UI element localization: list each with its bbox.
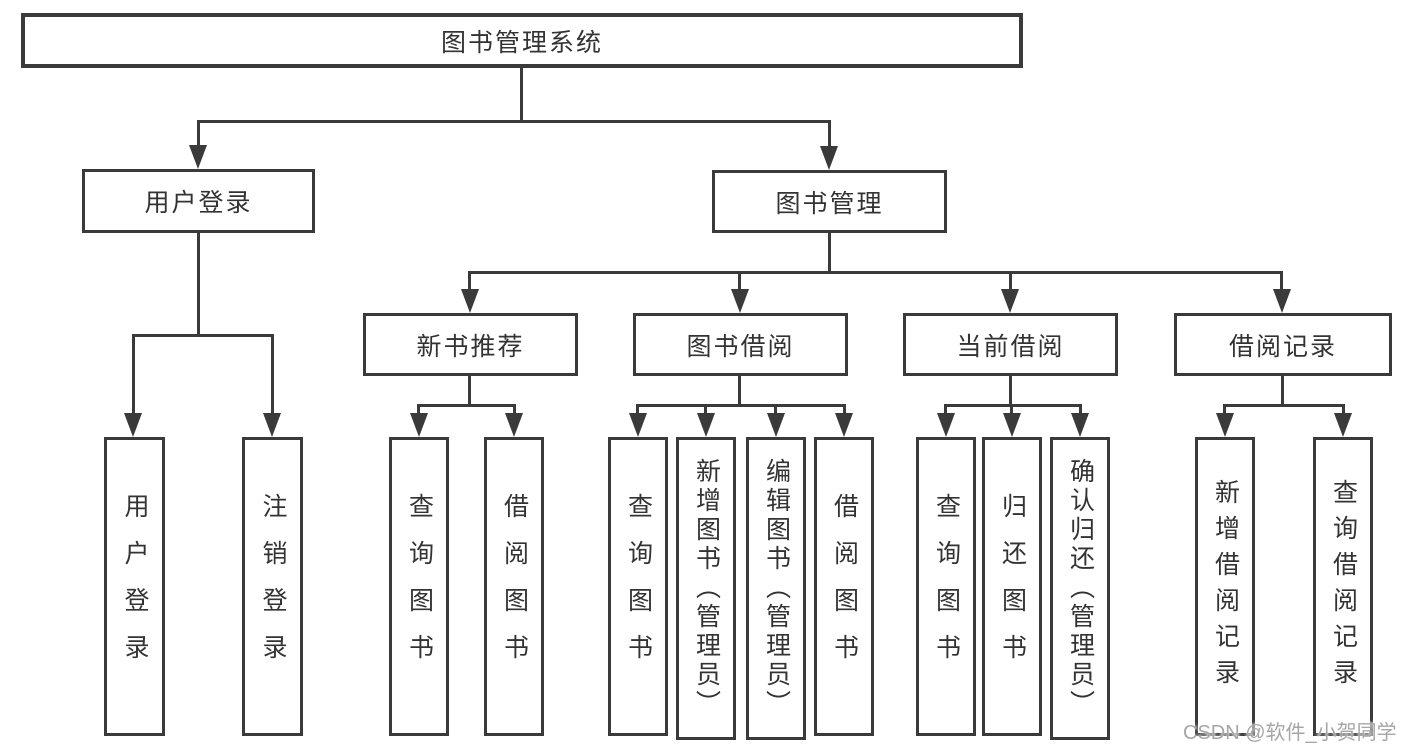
arrowhead-icon [1334, 413, 1352, 437]
arrowhead-icon [1003, 413, 1021, 437]
connector-rail [1223, 404, 1345, 407]
leaf-label: 确认归还（管理员） [1066, 458, 1095, 719]
node-library-management-system: 图书管理系统 [21, 13, 1023, 68]
connector-stem [197, 233, 200, 337]
leaf-label: 注销登录 [259, 492, 287, 681]
arrowhead-icon [731, 289, 749, 313]
leaf-label: 查询图书 [932, 492, 961, 681]
leaf-logout: 注销登录 [242, 437, 303, 736]
leaf-label: 归还图书 [998, 492, 1027, 681]
connector-stem [468, 376, 471, 407]
connector-drop [1079, 404, 1082, 416]
leaf-return-books: 归还图书 [982, 437, 1042, 736]
leaf-label: 查询图书 [624, 492, 653, 681]
connector-root-rail [197, 120, 831, 123]
leaf-confirm-return-admin: 确认归还（管理员） [1050, 437, 1110, 740]
arrowhead-icon [461, 289, 479, 313]
node-label: 借阅记录 [1228, 332, 1337, 361]
arrowhead-icon [505, 413, 523, 437]
node-borrowing-records: 借阅记录 [1174, 313, 1392, 376]
leaf-add-borrow-record: 新增借阅记录 [1195, 437, 1255, 736]
connector-stem [738, 376, 741, 407]
connector-drop [774, 404, 777, 416]
leaf-label: 借阅图书 [500, 492, 529, 681]
arrowhead-icon [1001, 289, 1019, 313]
node-book-borrowing: 图书借阅 [633, 313, 848, 376]
arrowhead-icon [189, 145, 207, 169]
node-label: 新书推荐 [416, 332, 525, 361]
leaf-borrow-books-recommend: 借阅图书 [484, 437, 544, 736]
leaf-label: 查询图书 [405, 492, 434, 681]
node-new-book-recommendation: 新书推荐 [363, 313, 578, 376]
arrowhead-icon [820, 146, 838, 170]
leaf-add-books-admin: 新增图书（管理员） [676, 437, 736, 740]
arrowhead-icon [1071, 413, 1089, 437]
node-user-login: 用户登录 [82, 169, 315, 233]
connector-drop [1010, 404, 1013, 416]
node-label: 当前借阅 [956, 332, 1065, 361]
leaf-edit-books-admin: 编辑图书（管理员） [746, 437, 806, 740]
connector-rail [132, 334, 274, 337]
arrowhead-icon [629, 413, 647, 437]
arrowhead-icon [263, 413, 281, 437]
connector-drop [132, 334, 135, 414]
connector-stem [828, 233, 831, 273]
connector-drop [513, 404, 516, 416]
arrowhead-icon [1273, 289, 1291, 313]
node-book-management: 图书管理 [712, 170, 947, 233]
connector-drop [1342, 404, 1345, 416]
leaf-query-books-recommend: 查询图书 [389, 437, 449, 736]
connector-drop [1223, 404, 1226, 416]
leaf-label: 新增图书（管理员） [692, 458, 721, 719]
connector-drop [417, 404, 420, 416]
connector-drop [704, 404, 707, 416]
node-label: 图书管理系统 [440, 28, 603, 57]
leaf-query-books-current: 查询图书 [916, 437, 976, 736]
connector-stem [1281, 376, 1284, 407]
connector-drop [843, 404, 846, 416]
leaf-user-login: 用户登录 [104, 437, 165, 736]
connector-drop [468, 271, 471, 291]
node-label: 用户登录 [144, 189, 253, 217]
leaf-borrow-books-borrowing: 借阅图书 [814, 437, 874, 736]
leaf-query-books-borrowing: 查询图书 [608, 437, 668, 736]
node-current-borrowing: 当前借阅 [903, 313, 1118, 376]
arrowhead-icon [1216, 413, 1234, 437]
csdn-watermark: CSDN @软件_小贺同学 [1183, 722, 1397, 744]
connector-rail [636, 404, 846, 407]
arrowhead-icon [410, 413, 428, 437]
connector-stem [1009, 376, 1012, 407]
connector-rail [468, 271, 1283, 274]
connector-rail [417, 404, 516, 407]
connector-drop [1009, 271, 1012, 291]
leaf-label: 查询借阅记录 [1329, 478, 1358, 695]
leaf-label: 新增借阅记录 [1211, 478, 1240, 695]
connector-root-stem [520, 68, 523, 122]
leaf-label: 用户登录 [121, 492, 149, 681]
connector-rail [944, 404, 1082, 407]
arrowhead-icon [124, 413, 142, 437]
connector-drop [944, 404, 947, 416]
arrowhead-icon [767, 413, 785, 437]
leaf-query-borrow-record: 查询借阅记录 [1313, 437, 1373, 736]
connector-drop [271, 334, 274, 414]
connector-drop [828, 120, 831, 148]
arrowhead-icon [697, 413, 715, 437]
node-label: 图书借阅 [686, 332, 795, 361]
connector-drop [738, 271, 741, 291]
connector-drop [197, 120, 200, 148]
node-label: 图书管理 [775, 189, 884, 218]
connector-drop [636, 404, 639, 416]
arrowhead-icon [835, 413, 853, 437]
arrowhead-icon [937, 413, 955, 437]
leaf-label: 借阅图书 [830, 492, 859, 681]
connector-drop [1280, 271, 1283, 291]
leaf-label: 编辑图书（管理员） [762, 458, 791, 719]
